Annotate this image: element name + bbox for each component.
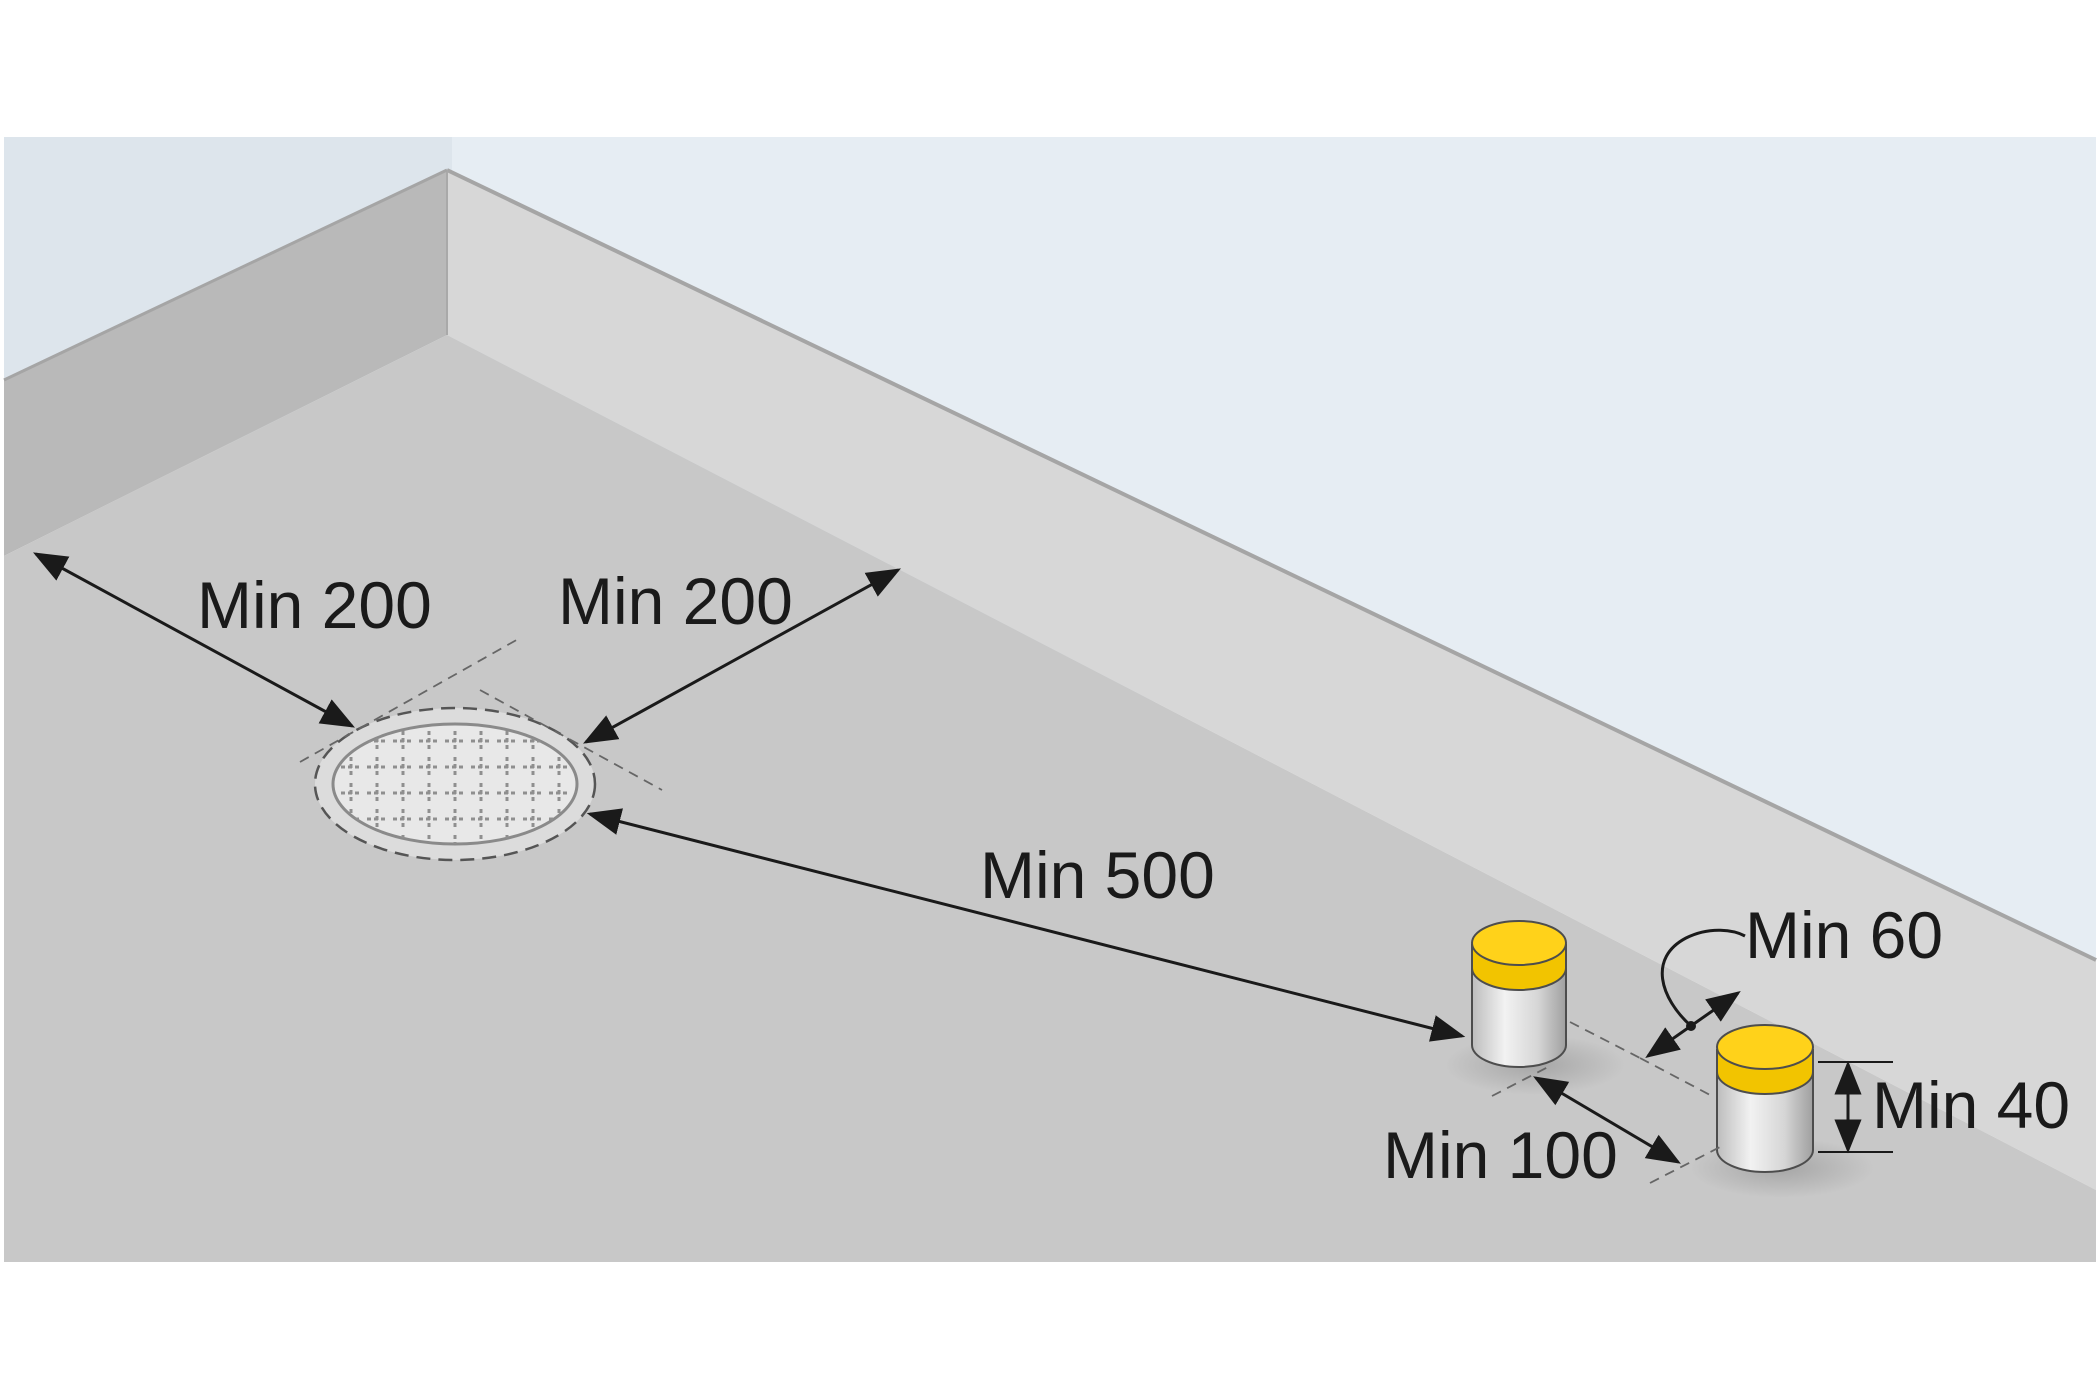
post2-guide bbox=[1649, 1145, 1723, 1184]
drain-guide-right bbox=[479, 689, 663, 791]
post-cap-top bbox=[1471, 920, 1567, 966]
parapet-edge bbox=[446, 168, 2097, 962]
leader-line bbox=[1660, 928, 1746, 1028]
parapet-left-face bbox=[4, 170, 447, 556]
drain-guide-left bbox=[299, 637, 521, 763]
drain-dimension-arrows bbox=[33, 552, 1466, 1042]
post-cap-top bbox=[1716, 1024, 1814, 1070]
drain-left-clearance-label: Min 200 bbox=[197, 568, 432, 642]
drain-to-post-label: Min 500 bbox=[980, 838, 1215, 912]
roof-floor bbox=[4, 335, 2096, 1262]
drain-mesh bbox=[333, 724, 577, 844]
post-wall-guide-a bbox=[1569, 1021, 1641, 1059]
post-body bbox=[1471, 964, 1567, 1068]
post-to-post-arrow bbox=[1533, 1076, 1681, 1164]
parapet-left-edge bbox=[3, 168, 448, 382]
parapet-top-face bbox=[447, 170, 2096, 1190]
floor-drain-icon bbox=[299, 637, 663, 862]
post-to-post-label: Min 100 bbox=[1383, 1118, 1618, 1192]
dimension-labels: Min 200 Min 200 Min 500 Min 60 Min 40 Mi… bbox=[197, 564, 2070, 1192]
wall-left bbox=[4, 137, 452, 380]
post-height-label: Min 40 bbox=[1872, 1068, 2070, 1142]
drain-to-post-arrow bbox=[586, 808, 1466, 1042]
drain-left-arrow bbox=[33, 552, 355, 728]
drain-right-arrow bbox=[583, 568, 901, 744]
cylindrical-post-icon bbox=[1445, 920, 1625, 1095]
post-dimension-arrows bbox=[1491, 928, 1893, 1184]
parapet bbox=[3, 168, 2097, 1190]
drain-right-clearance-label: Min 200 bbox=[558, 564, 793, 638]
post-to-wall-label: Min 60 bbox=[1745, 898, 1943, 972]
post-body bbox=[1716, 1069, 1814, 1173]
post1-guide bbox=[1491, 1065, 1551, 1097]
